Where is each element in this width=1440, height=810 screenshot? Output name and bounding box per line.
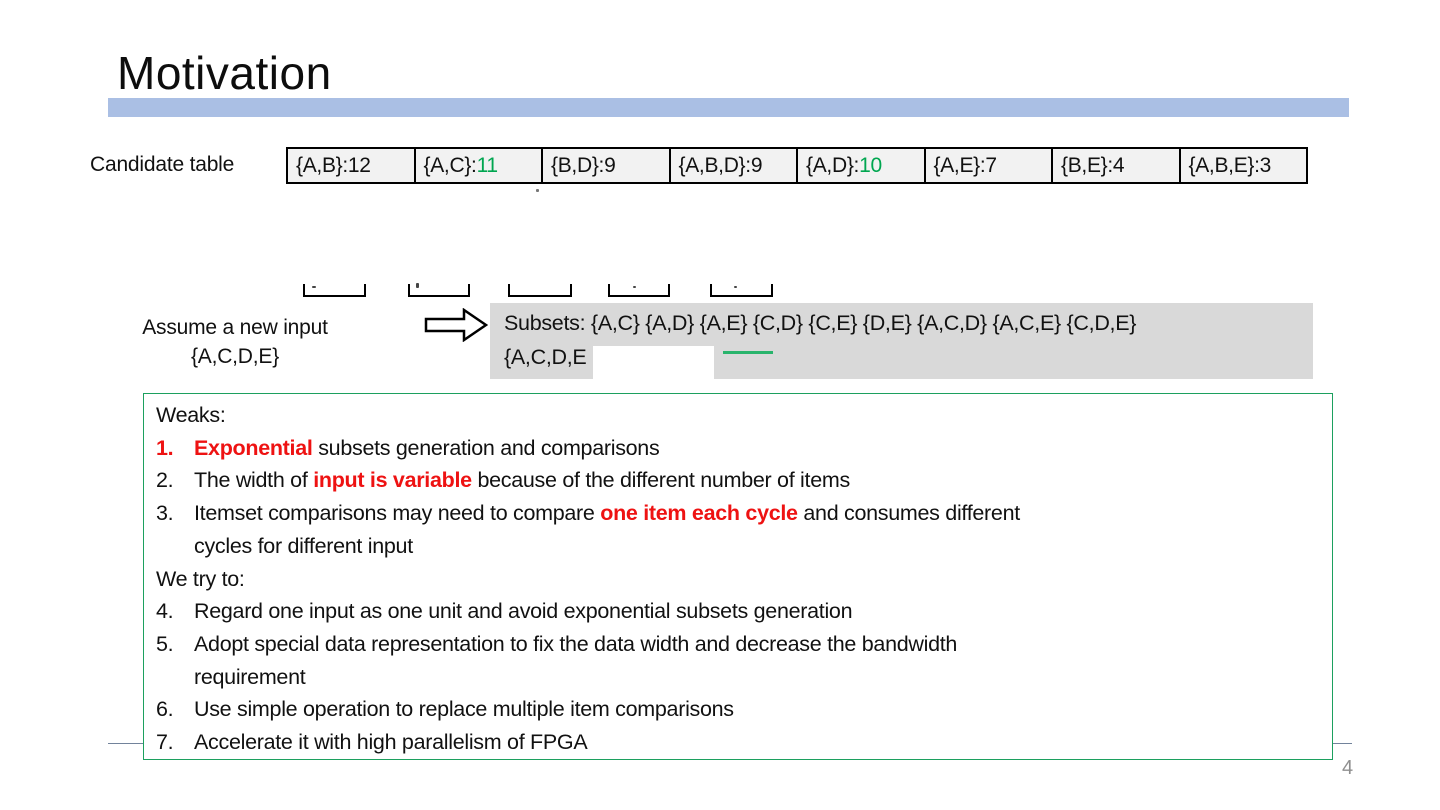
candidate-cell: {A,B,E}:3	[1178, 149, 1307, 182]
candidate-cell: {A,C}:11	[413, 149, 542, 182]
cropped-box	[608, 284, 670, 297]
notes-item: 7.Accelerate it with high parallelism of…	[156, 730, 588, 755]
title-underline-bar	[108, 98, 1349, 117]
notes-box: Weaks: 1.Exponential subsets generation a…	[143, 393, 1333, 760]
notes-list: Weaks: 1.Exponential subsets generation a…	[156, 399, 1324, 759]
notes-continuation: requirement	[194, 664, 306, 689]
candidate-cell: {A,B}:12	[296, 153, 371, 177]
subsets-box: Subsets: {A,C} {A,D} {A,E} {C,D} {C,E} {…	[490, 303, 1313, 379]
artifact-dot	[536, 189, 539, 192]
candidate-table: {A,B}:12 {A,C}:11{B,D}:9{A,B,D}:9{A,D}:10…	[286, 147, 1308, 184]
subsets-line2: {A,C,D,E	[504, 345, 587, 369]
artifact-dot	[312, 286, 316, 288]
notes-continuation: cycles for different input	[194, 533, 413, 558]
green-underline-mark	[723, 351, 773, 354]
page-number: 4	[1342, 757, 1354, 779]
candidate-cell: {B,E}:4	[1051, 149, 1179, 182]
notes-item: 5.Adopt special data representation to f…	[156, 631, 958, 656]
artifact-dot	[633, 286, 636, 288]
artifact-dot	[734, 286, 737, 288]
cropped-box	[408, 284, 470, 297]
right-block-arrow-icon	[424, 308, 488, 342]
notes-header: We try to:	[156, 566, 245, 591]
cropped-box	[508, 284, 572, 297]
assume-line1: Assume a new input	[142, 316, 328, 339]
candidate-cell: {A,D}:10	[796, 149, 924, 182]
assume-input-label: Assume a new input {A,C,D,E}	[100, 313, 370, 371]
slide-title: Motivation	[117, 47, 332, 99]
candidate-cell: {B,D}:9	[541, 149, 669, 182]
artifact-dot	[416, 283, 419, 288]
candidate-cell: {A,B,D}:9	[668, 149, 797, 182]
candidate-table-label: Candidate table	[90, 153, 235, 176]
candidate-cell: {A,E}:7	[923, 149, 1052, 182]
white-patch	[593, 346, 714, 385]
notes-item: 4.Regard one input as one unit and avoid…	[156, 599, 853, 624]
notes-item: 2.The width of input is variable because…	[156, 468, 850, 493]
notes-header: Weaks:	[156, 403, 226, 427]
notes-item: 1.Exponential subsets generation and com…	[156, 435, 660, 460]
assume-line2: {A,C,D,E}	[190, 345, 280, 368]
cropped-box	[303, 284, 366, 297]
cropped-box	[710, 284, 773, 297]
subsets-line1: Subsets: {A,C} {A,D} {A,E} {C,D} {C,E} {…	[504, 311, 1137, 335]
notes-item: 3.Itemset comparisons may need to compar…	[156, 501, 1020, 526]
notes-item: 6.Use simple operation to replace multip…	[156, 697, 734, 722]
